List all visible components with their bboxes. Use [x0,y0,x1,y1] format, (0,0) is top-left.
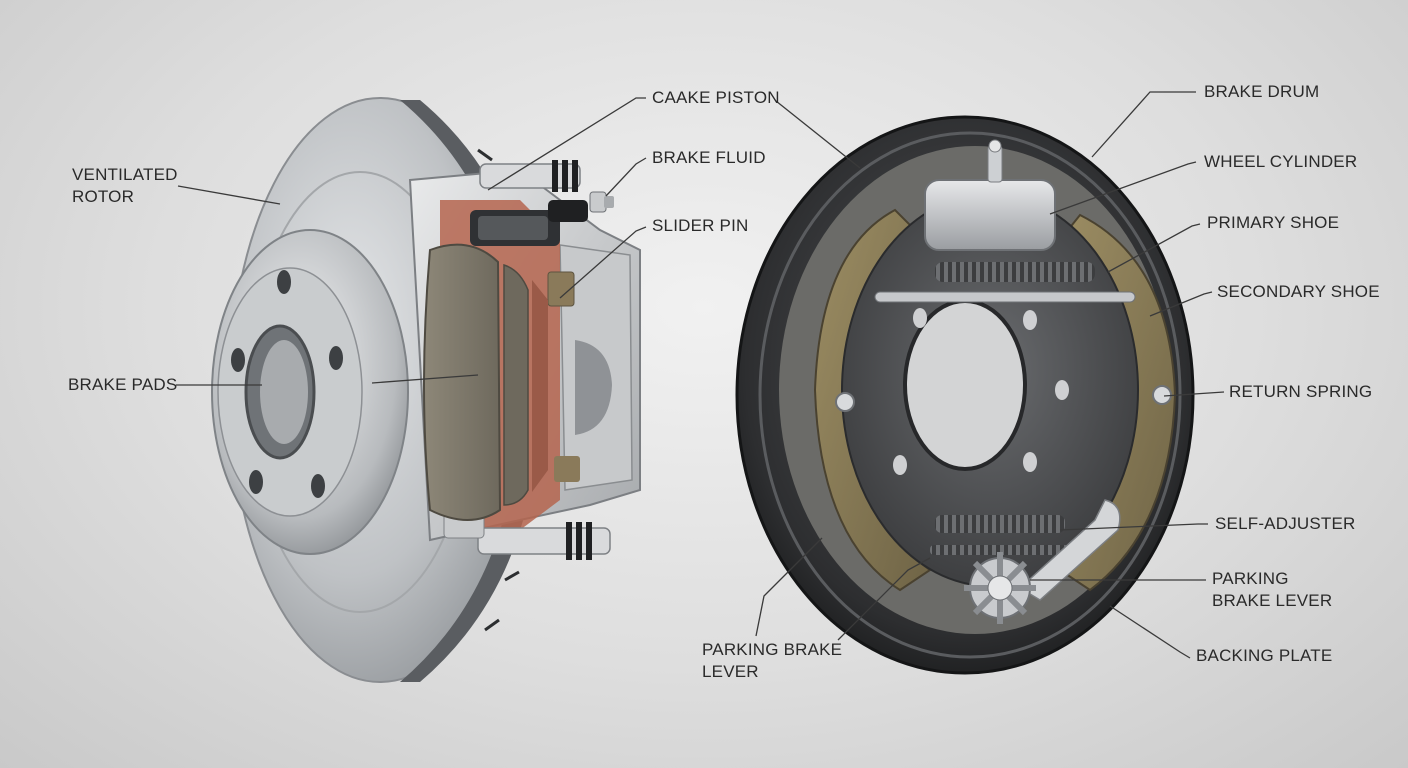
pad-backing-plate [532,280,548,492]
label-backing-plate: BACKING PLATE [1196,645,1332,667]
leader-return-spring [1163,391,1225,397]
leader-ventilated-rotor [177,185,281,205]
brake-fluid-fitting [589,191,607,213]
brake-pad-outer [503,263,529,506]
label-parking-brake-lever-left: PARKING BRAKE LEVER [702,639,842,683]
slider-pin-bracket [547,271,575,307]
label-line: BRAKE DRUM [1204,82,1320,101]
label-line: WHEEL CYLINDER [1204,152,1358,171]
leader-parking-brake-lever-left-b [837,557,931,641]
leader-slider-pin [559,226,647,299]
lug-holes [231,270,343,498]
leader-caake-piston [487,97,646,191]
label-secondary-shoe: SECONDARY SHOE [1217,281,1380,303]
label-brake-pads: BRAKE PADS [68,374,177,396]
leader-lines [176,91,1225,659]
leader-self-adjuster [1059,523,1208,531]
adjuster-strut [874,291,1136,303]
leader-brake-fluid [605,157,647,197]
label-slider-pin: SLIDER PIN [652,215,748,237]
label-line: SECONDARY SHOE [1217,282,1380,301]
label-parking-brake-lever-right: PARKING BRAKE LEVER [1212,568,1332,612]
label-line: SELF-ADJUSTER [1215,514,1356,533]
adjuster-star-wheel [964,552,1036,624]
label-line: LEVER [702,662,759,681]
label-wheel-cylinder: WHEEL CYLINDER [1204,151,1357,173]
label-line: VENTILATED [72,165,178,184]
label-line: RETURN SPRING [1229,382,1373,401]
leader-secondary-shoe [1149,291,1213,317]
backing-plate-bolts [893,308,1069,475]
label-brake-drum: BRAKE DRUM [1204,81,1319,103]
label-primary-shoe: PRIMARY SHOE [1207,212,1339,234]
drum-brake-assembly [735,115,1195,675]
label-line: ROTOR [72,187,135,206]
wheel-cylinder [924,179,1056,251]
return-spring-top [935,262,1095,282]
leader-backing-plate [1109,605,1191,659]
label-line: BACKING PLATE [1196,646,1333,665]
label-caake-piston: CAAKE PISTON [652,87,780,109]
leader-primary-shoe [1107,223,1201,273]
label-ventilated-rotor: VENTILATED ROTOR [72,164,178,208]
leader-brake-drum [1091,91,1196,158]
center-bore-inner [260,340,308,444]
leader-wheel-cylinder [1049,161,1197,215]
label-line: PARKING BRAKE [702,640,843,659]
label-line: SLIDER PIN [652,216,749,235]
label-line: CAAKE PISTON [652,88,780,107]
leader-brake-pads-pad [371,374,479,384]
leader-caake-piston-drum [775,100,861,169]
disc-brake-assembly [211,97,641,683]
label-line: PARKING [1212,569,1289,588]
brake-pad-inner [423,243,502,521]
label-line: PRIMARY SHOE [1207,213,1340,232]
label-line: BRAKE FLUID [652,148,766,167]
return-spring-bottom [935,515,1065,533]
label-return-spring: RETURN SPRING [1229,381,1372,403]
hold-down-pin-left [835,392,855,412]
label-line: BRAKE LEVER [1212,591,1333,610]
label-self-adjuster: SELF-ADJUSTER [1215,513,1356,535]
label-line: BRAKE PADS [68,375,178,394]
self-adjuster-spring [930,545,1070,555]
label-brake-fluid: BRAKE FLUID [652,147,766,169]
leader-parking-brake-lever-left [755,537,823,637]
hold-down-pin-right [1152,385,1172,405]
